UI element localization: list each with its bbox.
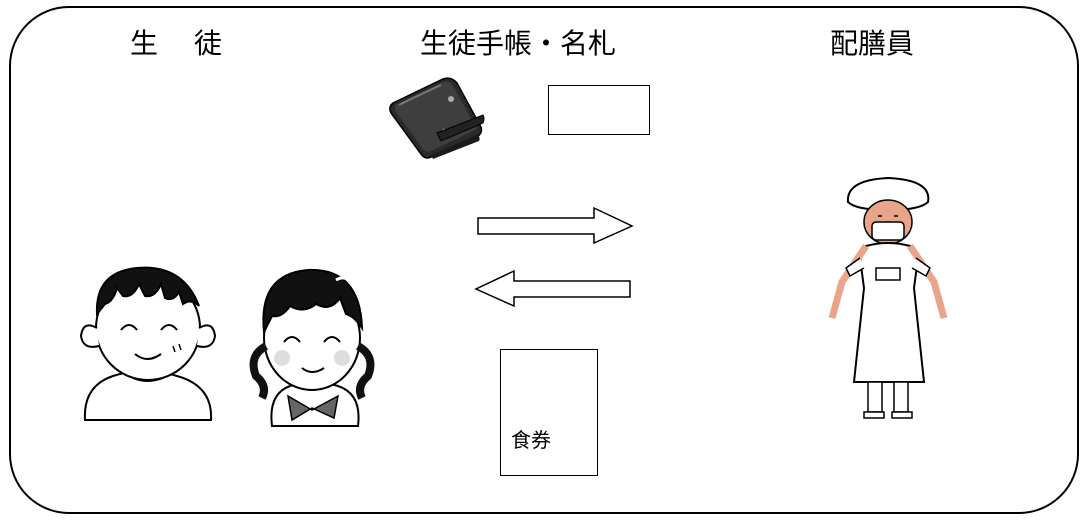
nametag-card bbox=[548, 85, 650, 135]
server-label: 配膳員 bbox=[830, 27, 915, 60]
boy-illustration bbox=[79, 266, 217, 421]
student-label: 生徒 bbox=[130, 27, 223, 60]
cafeteria-server-illustration bbox=[828, 176, 948, 419]
handbook-nametag-label: 生徒手帳・名札 bbox=[420, 27, 617, 60]
diagram-frame bbox=[9, 6, 1079, 514]
arrow-left-icon bbox=[474, 269, 631, 308]
arrow-right-icon bbox=[477, 206, 634, 245]
wallet-icon bbox=[389, 77, 485, 159]
girl-illustration bbox=[249, 268, 375, 427]
meal-ticket: 食券 bbox=[500, 349, 598, 476]
meal-ticket-text: 食券 bbox=[511, 428, 551, 452]
